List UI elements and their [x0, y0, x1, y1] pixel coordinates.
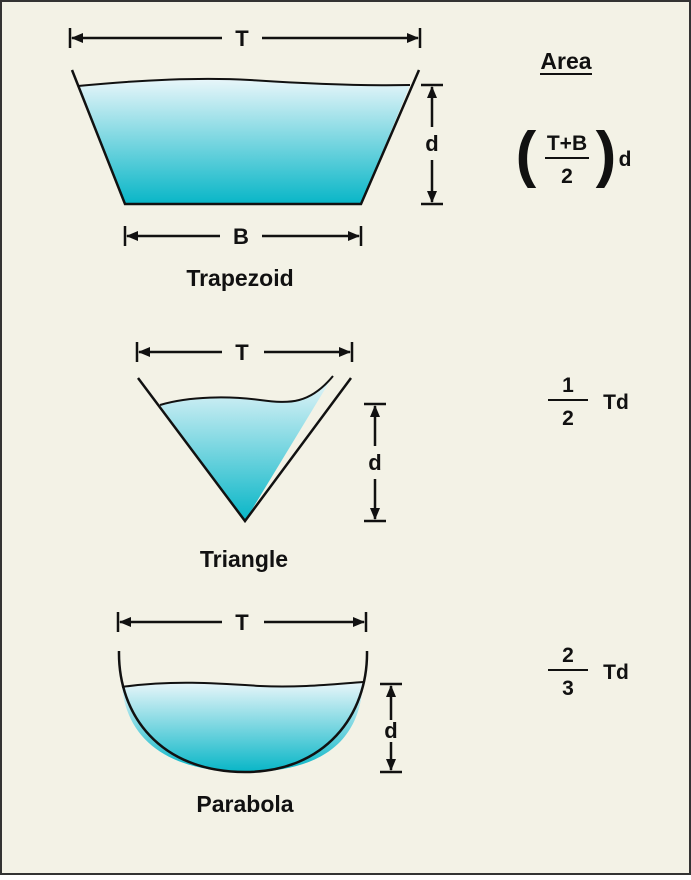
triangle-formula-suffix: Td — [603, 391, 629, 414]
parabola-depth-label: d — [384, 718, 397, 743]
parabola-formula-numerator: 2 — [562, 644, 574, 667]
trapezoid-section: T d B Trapezoid ( T+B 2 ) d — [68, 26, 632, 291]
triangle-formula-numerator: 1 — [562, 374, 574, 397]
parabola-formula-suffix: Td — [603, 661, 629, 684]
trapezoid-bottom-label: B — [233, 224, 249, 249]
trapezoid-top-label: T — [235, 26, 249, 51]
triangle-outline — [136, 377, 353, 524]
trapezoid-name: Trapezoid — [186, 265, 293, 291]
trapezoid-formula-suffix: d — [619, 148, 632, 171]
triangle-section: T d Triangle 1 2 Td — [135, 340, 629, 572]
parabola-section: T d Parabola 2 3 Td — [116, 610, 629, 817]
triangle-formula-denominator: 2 — [562, 407, 574, 430]
trapezoid-water-surface — [77, 77, 411, 87]
parabola-top-label: T — [235, 610, 249, 635]
trapezoid-formula-denominator: 2 — [561, 165, 573, 188]
area-header: Area — [540, 48, 591, 74]
trapezoid-formula-left-paren: ( — [516, 120, 537, 189]
parabola-water — [122, 682, 363, 772]
trapezoid-formula-numerator: T+B — [547, 132, 587, 155]
parabola-outline — [117, 650, 369, 774]
trapezoid-formula-right-paren: ) — [596, 120, 617, 189]
trapezoid-water — [78, 78, 410, 204]
parabola-name: Parabola — [196, 791, 293, 817]
parabola-formula-denominator: 3 — [562, 677, 574, 700]
triangle-water-surface — [159, 375, 334, 406]
trapezoid-depth-label: d — [425, 131, 438, 156]
triangle-name: Triangle — [200, 546, 288, 572]
triangle-top-label: T — [235, 340, 249, 365]
triangle-water — [160, 376, 333, 521]
triangle-depth-label: d — [368, 450, 381, 475]
parabola-water-surface — [121, 681, 364, 688]
trapezoid-outline — [70, 69, 421, 206]
